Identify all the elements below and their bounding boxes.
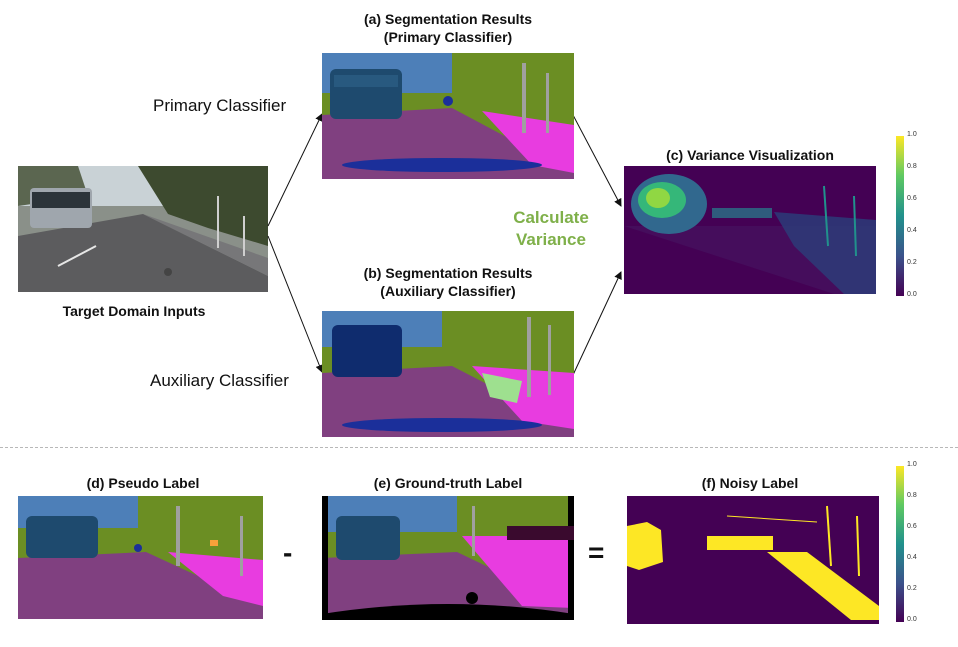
colorbar-c-tick-2: 0.8 — [907, 163, 917, 170]
target-domain-inputs-label: Target Domain Inputs — [62, 303, 206, 319]
colorbar-c-tick-5: 0.2 — [907, 259, 917, 266]
arrow-auxiliary-to-variance — [572, 271, 622, 376]
panel-a-title-line1: (a) Segmentation Results — [363, 11, 533, 27]
colorbar-c-tick-4: 0.4 — [907, 227, 917, 234]
arrow-primary-to-variance — [572, 114, 622, 207]
arrow-to-primary — [267, 113, 323, 227]
colorbar-f-tick-1: 1.0 — [907, 461, 917, 468]
panel-a-title-line2: (Primary Classifier) — [383, 29, 513, 45]
colorbar-c-tick-6: 0.0 — [907, 291, 917, 298]
colorbar-c-tick-3: 0.6 — [907, 195, 917, 202]
colorbar-f-tick-6: 0.0 — [907, 616, 917, 623]
panel-b-segmentation-auxiliary — [322, 311, 574, 437]
colorbar-c — [896, 136, 904, 296]
panel-a-segmentation-primary — [322, 53, 574, 179]
arrow-to-auxiliary — [267, 235, 324, 373]
panel-d-title: (d) Pseudo Label — [86, 475, 200, 491]
target-domain-input-image — [18, 166, 268, 292]
panel-c-variance-map — [624, 166, 876, 294]
panel-f-noisy-label — [627, 496, 879, 624]
colorbar-f-ticks: 1.0 0.8 0.6 0.4 0.2 0.0 — [907, 461, 927, 627]
calculate-variance-label: Calculate Variance — [505, 207, 597, 251]
colorbar-c-ticks: 1.0 0.8 0.6 0.4 0.2 0.0 — [907, 131, 927, 301]
colorbar-f — [896, 466, 904, 622]
colorbar-f-tick-3: 0.6 — [907, 523, 917, 530]
panel-b-title-line2: (Auxiliary Classifier) — [380, 283, 516, 299]
panel-b-title: (b) Segmentation Results (Auxiliary Clas… — [322, 264, 574, 300]
calculate-variance-line2: Variance — [516, 230, 586, 249]
equals-operator: = — [588, 537, 605, 568]
panel-b-title-line1: (b) Segmentation Results — [363, 265, 533, 281]
primary-classifier-label: Primary Classifier — [153, 96, 287, 115]
panel-f-title: (f) Noisy Label — [701, 475, 799, 491]
colorbar-f-tick-2: 0.8 — [907, 492, 917, 499]
colorbar-f-tick-5: 0.2 — [907, 585, 917, 592]
panel-d-pseudo-label — [18, 496, 263, 619]
panel-e-title: (e) Ground-truth Label — [373, 475, 523, 491]
colorbar-f-tick-4: 0.4 — [907, 554, 917, 561]
panel-c-title: (c) Variance Visualization — [666, 147, 834, 163]
panel-e-ground-truth — [322, 496, 574, 620]
auxiliary-classifier-label: Auxiliary Classifier — [150, 371, 289, 390]
minus-operator: - — [283, 537, 293, 568]
colorbar-c-tick-1: 1.0 — [907, 131, 917, 138]
section-divider — [0, 447, 958, 448]
panel-a-title: (a) Segmentation Results (Primary Classi… — [322, 10, 574, 46]
calculate-variance-line1: Calculate — [513, 208, 589, 227]
